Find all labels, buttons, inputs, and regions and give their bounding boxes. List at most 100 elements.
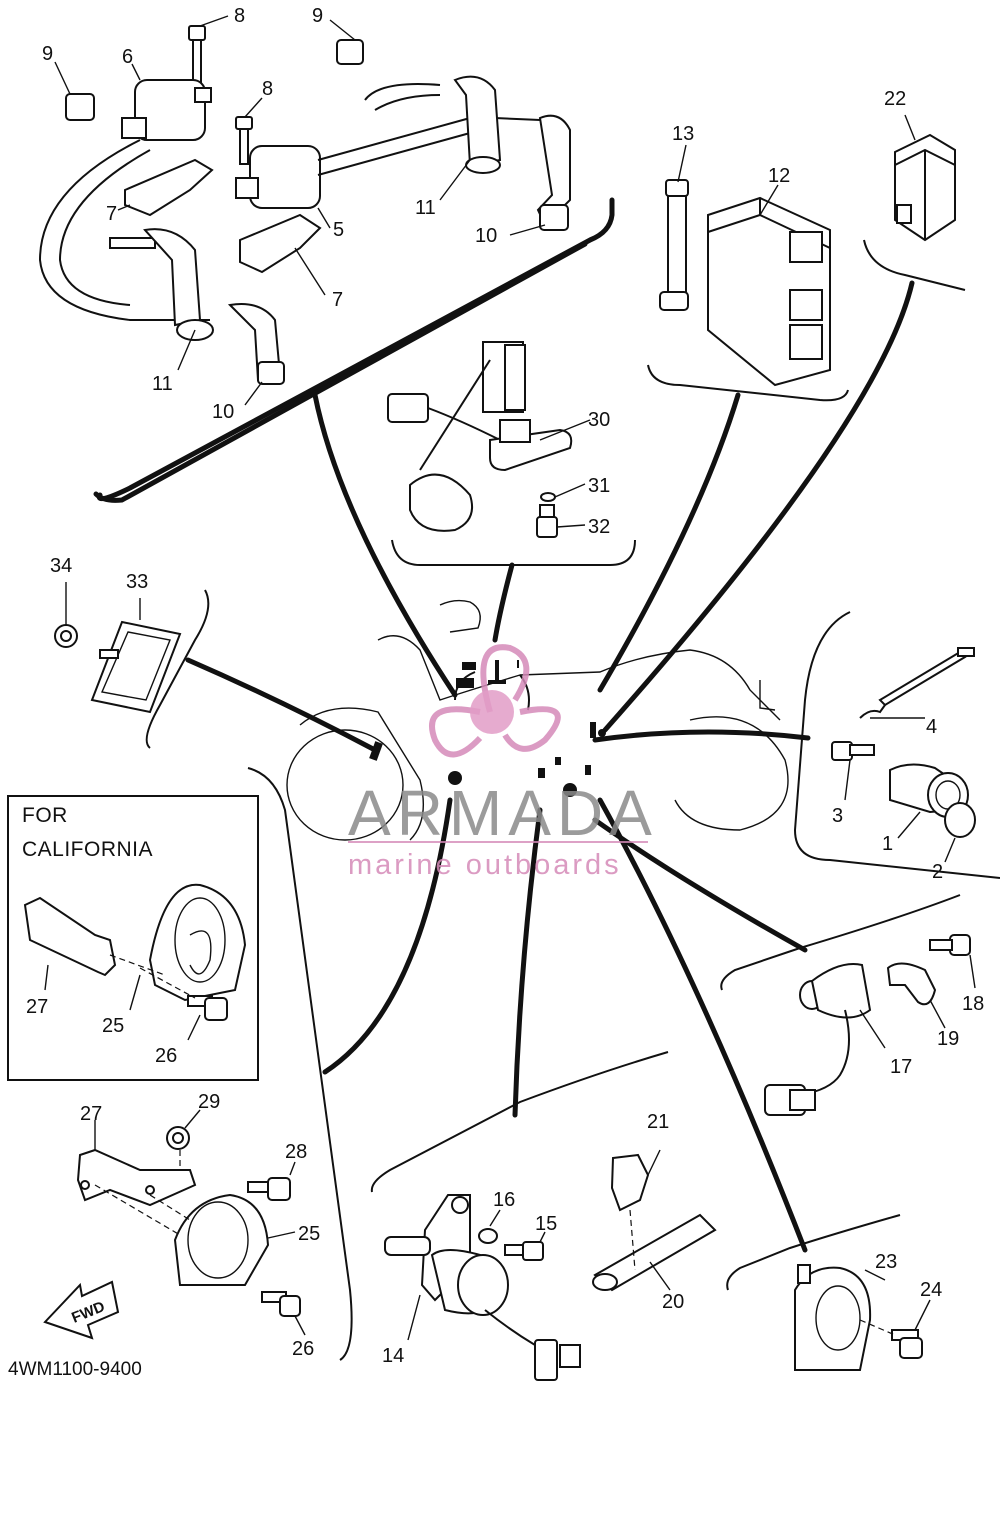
plug-cap-11-bottom [109, 228, 214, 341]
bracket-27 [76, 1148, 197, 1207]
bolt-24 [891, 1329, 923, 1359]
callout-7-a: 7 [106, 203, 117, 225]
callout-25-a: 25 [102, 1015, 124, 1037]
watermark-tagline: marine outboards [348, 849, 622, 881]
callout-5: 5 [333, 219, 344, 241]
callout-26-a: 26 [155, 1045, 177, 1067]
california-line2: CALIFORNIA [22, 838, 153, 861]
ignition-coil-6 [121, 79, 212, 141]
callout-32: 32 [588, 516, 610, 538]
callout-20: 20 [662, 1291, 684, 1313]
callout-27-a: 27 [26, 996, 48, 1018]
callout-30: 30 [588, 409, 610, 431]
washer-31 [540, 492, 556, 502]
group-outlines [93, 197, 1000, 1361]
nut-29 [166, 1126, 190, 1150]
callout-3: 3 [832, 805, 843, 827]
callout-25-b: 25 [298, 1223, 320, 1245]
callout-19: 19 [937, 1028, 959, 1050]
callout-4: 4 [926, 716, 937, 738]
callout-9-b: 9 [312, 5, 323, 27]
sensor-group [764, 934, 976, 1116]
bolt-8-top [188, 25, 206, 86]
sender-float [409, 473, 474, 532]
bolt-8-mid [235, 116, 253, 165]
callout-1: 1 [882, 833, 893, 855]
callout-27-b: 27 [80, 1103, 102, 1125]
catalog-code: 4WM1100-9400 [8, 1359, 142, 1380]
starter-14 [384, 1194, 581, 1381]
california-box: FOR CALIFORNIA [7, 795, 259, 1081]
horn-25 [173, 1193, 270, 1286]
rod-4 [878, 650, 967, 707]
watermark-brand: ARMADA [348, 777, 658, 849]
strap-13 [659, 179, 689, 311]
plug-cap-10-top [536, 114, 571, 231]
cal-bolt-26 [187, 995, 228, 1021]
relay-22 [894, 114, 956, 242]
washer-16 [478, 1228, 498, 1244]
callout-26-b: 26 [292, 1338, 314, 1360]
grommet-9-left [65, 93, 95, 121]
bracket-7-upper [124, 158, 214, 217]
harness-leaders [185, 280, 915, 1253]
grommet-9-right [336, 39, 364, 65]
callout-11-b: 11 [152, 373, 173, 395]
callout-14: 14 [382, 1345, 404, 1367]
callout-18: 18 [962, 993, 984, 1015]
cal-horn-25 [148, 883, 247, 1002]
callout-8-b: 8 [262, 78, 273, 100]
bolt-3 [831, 741, 875, 761]
fuel-sender-group [387, 341, 591, 538]
callout-21: 21 [647, 1111, 669, 1133]
switch-group-right [831, 647, 976, 863]
cdi-group [659, 144, 831, 387]
center-connectors [369, 660, 606, 797]
starter-group [384, 1149, 717, 1381]
bolt-18 [929, 934, 971, 956]
boot-20 [592, 1213, 717, 1292]
california-line1: FOR [22, 804, 68, 827]
reflector-33 [90, 620, 182, 714]
callout-22: 22 [884, 88, 906, 110]
motorcycle-outline [286, 599, 789, 841]
callout-15: 15 [535, 1213, 557, 1235]
callout-10-a: 10 [475, 225, 497, 247]
bracket-7-lower [239, 213, 322, 274]
callout-34: 34 [50, 555, 72, 577]
clamp-19 [886, 962, 937, 1006]
bolt-26 [261, 1291, 301, 1317]
callout-6: 6 [122, 46, 133, 68]
callout-2: 2 [932, 861, 943, 883]
sender-connector [387, 393, 429, 423]
bolt-32 [536, 504, 558, 538]
callout-31: 31 [588, 475, 610, 497]
bolt-28 [247, 1177, 291, 1201]
reflector-group [54, 582, 182, 714]
fwd-arrow: FWD [43, 1280, 120, 1340]
callout-10-b: 10 [212, 401, 234, 423]
callout-28: 28 [285, 1141, 307, 1163]
callout-29: 29 [198, 1091, 220, 1113]
callout-16: 16 [493, 1189, 515, 1211]
callout-24: 24 [920, 1279, 942, 1301]
ignition-coil-5 [235, 117, 471, 209]
plug-cap-11-top [453, 75, 502, 174]
callout-11-a: 11 [415, 197, 436, 219]
horn-right-group [794, 1264, 931, 1371]
watermark: ARMADA marine outboards [348, 644, 658, 881]
callout-13: 13 [672, 123, 694, 145]
cal-bracket-27 [23, 896, 117, 977]
sensor-17 [764, 963, 872, 1116]
horn-left-group: FWD [43, 1109, 306, 1340]
callout-8-a: 8 [234, 5, 245, 27]
bolt-15 [504, 1241, 544, 1261]
callout-23: 23 [875, 1251, 897, 1273]
clip-21 [610, 1153, 650, 1212]
ignition-coil-group [38, 15, 571, 406]
callout-7-b: 7 [332, 289, 343, 311]
watermark-logo-icon [470, 690, 514, 734]
callout-17: 17 [890, 1056, 912, 1078]
